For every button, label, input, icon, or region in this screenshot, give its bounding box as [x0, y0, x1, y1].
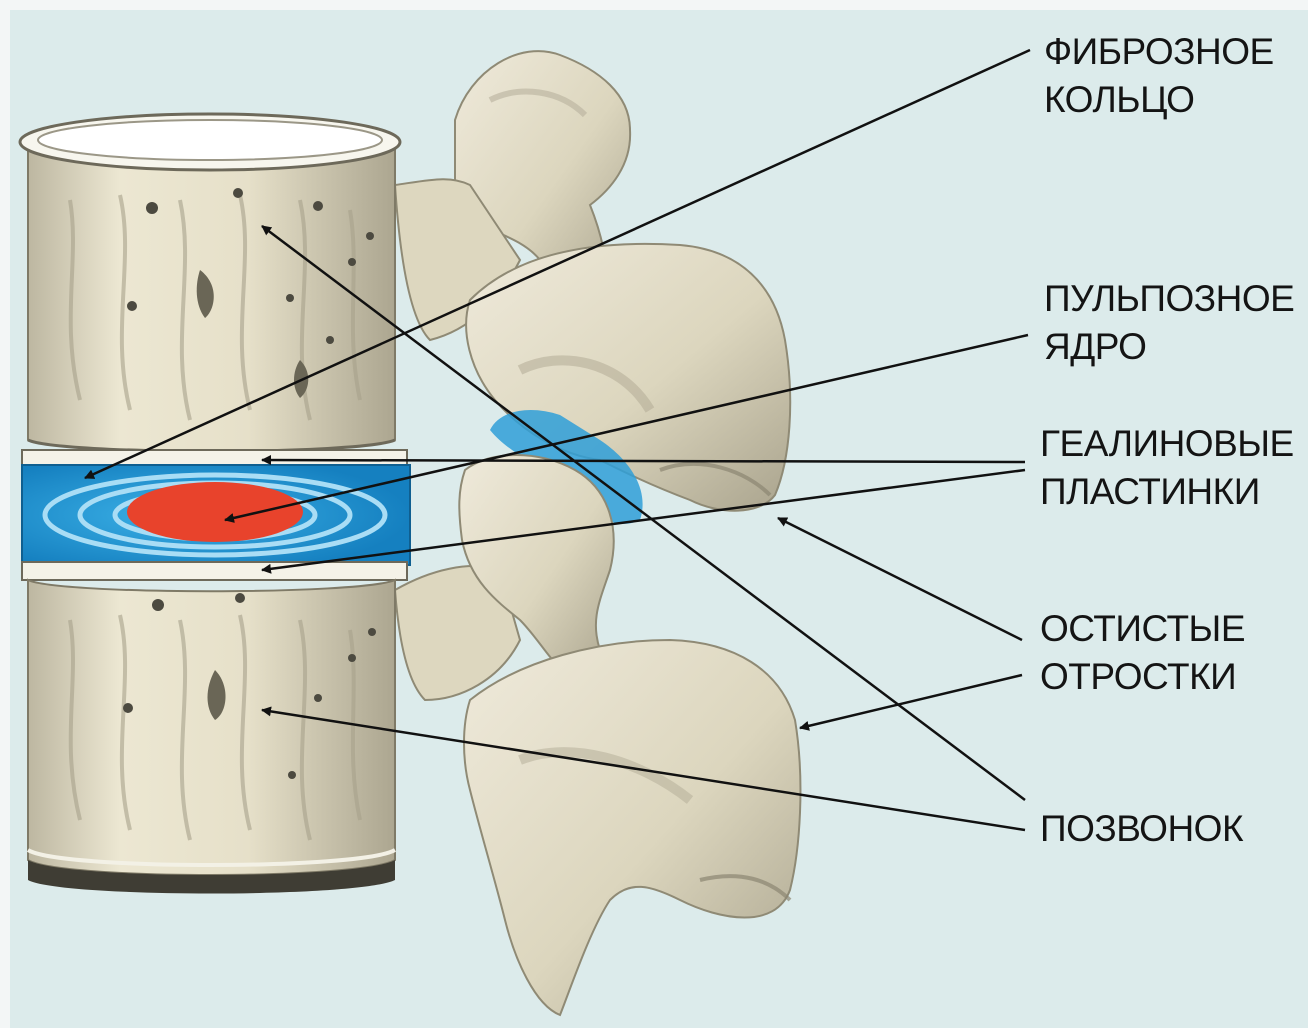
label-spinous-processes: ОСТИСТЫЕ ОТРОСТКИ	[1040, 605, 1245, 701]
label-endplates-line1: ГЕАЛИНОВЫЕ	[1040, 420, 1294, 468]
disc-lower-rim	[22, 562, 407, 580]
lower-spinous-process	[464, 640, 800, 1015]
posterior-elements	[395, 51, 800, 1015]
label-nucleus-line2: ЯДРО	[1044, 323, 1294, 371]
label-endplates-line2: ПЛАСТИНКИ	[1040, 468, 1294, 516]
arrow-spinous-lower	[800, 675, 1022, 728]
label-annulus-line1: ФИБРОЗНОЕ	[1044, 28, 1274, 76]
label-annulus-fibrosus: ФИБРОЗНОЕ КОЛЬЦО	[1044, 28, 1274, 124]
label-vertebra: ПОЗВОНОК	[1040, 805, 1243, 853]
nucleus-pulposus	[127, 482, 303, 542]
label-spinous-line1: ОСТИСТЫЕ	[1040, 605, 1245, 653]
label-spinous-line2: ОТРОСТКИ	[1040, 653, 1245, 701]
label-vertebra-line1: ПОЗВОНОК	[1040, 805, 1243, 853]
label-nucleus-line1: ПУЛЬПОЗНОЕ	[1044, 275, 1294, 323]
label-annulus-line2: КОЛЬЦО	[1044, 76, 1274, 124]
lower-vertebral-body	[28, 580, 395, 894]
label-hyaline-endplates: ГЕАЛИНОВЫЕ ПЛАСТИНКИ	[1040, 420, 1294, 516]
arrow-spinous-upper	[778, 518, 1022, 640]
upper-vertebral-body	[20, 114, 400, 451]
intervertebral-disc	[22, 450, 410, 580]
label-nucleus-pulposus: ПУЛЬПОЗНОЕ ЯДРО	[1044, 275, 1294, 371]
